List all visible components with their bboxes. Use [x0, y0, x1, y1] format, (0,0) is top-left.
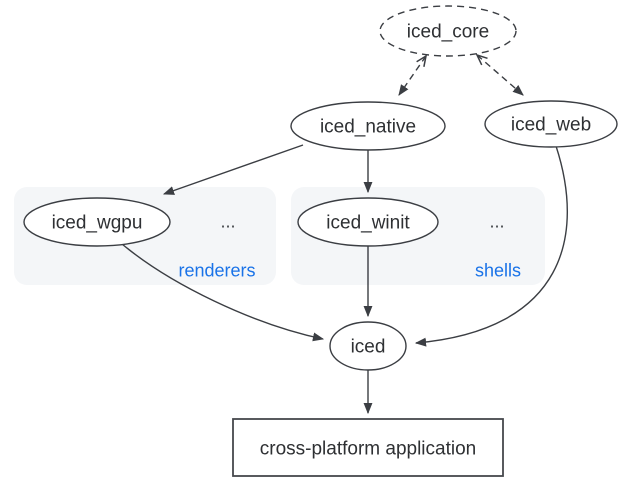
iced-winit-node	[297, 197, 439, 247]
iced-wgpu-node	[23, 197, 171, 247]
iced-web-node	[484, 100, 618, 148]
iced-native-node	[290, 101, 446, 151]
iced-core-label: iced_core	[407, 22, 489, 43]
iced-winit-label: iced_winit	[326, 213, 410, 234]
iced-label: iced	[351, 337, 386, 358]
iced-wgpu-label: iced_wgpu	[52, 213, 143, 234]
shells-group-label: shells	[475, 260, 521, 280]
iced-web-label: iced_web	[511, 115, 591, 136]
iced-core-node	[379, 5, 517, 57]
iced-native-label: iced_native	[320, 117, 416, 138]
edge-iced-native-to-iced-wgpu	[162, 144, 304, 195]
renderers-group-label: renderers	[178, 260, 255, 280]
edge-iced-web-to-iced	[414, 145, 568, 347]
edge-iced-core-to-iced-web	[475, 53, 524, 96]
iced-node	[329, 321, 407, 371]
application-label: cross-platform application	[260, 439, 476, 460]
edge-iced-core-to-iced-native	[398, 54, 428, 96]
renderers-ellipsis: ...	[220, 211, 235, 231]
application-node	[232, 418, 504, 477]
edge-iced-wgpu-to-iced	[121, 243, 325, 342]
shells-ellipsis: ...	[489, 211, 504, 231]
